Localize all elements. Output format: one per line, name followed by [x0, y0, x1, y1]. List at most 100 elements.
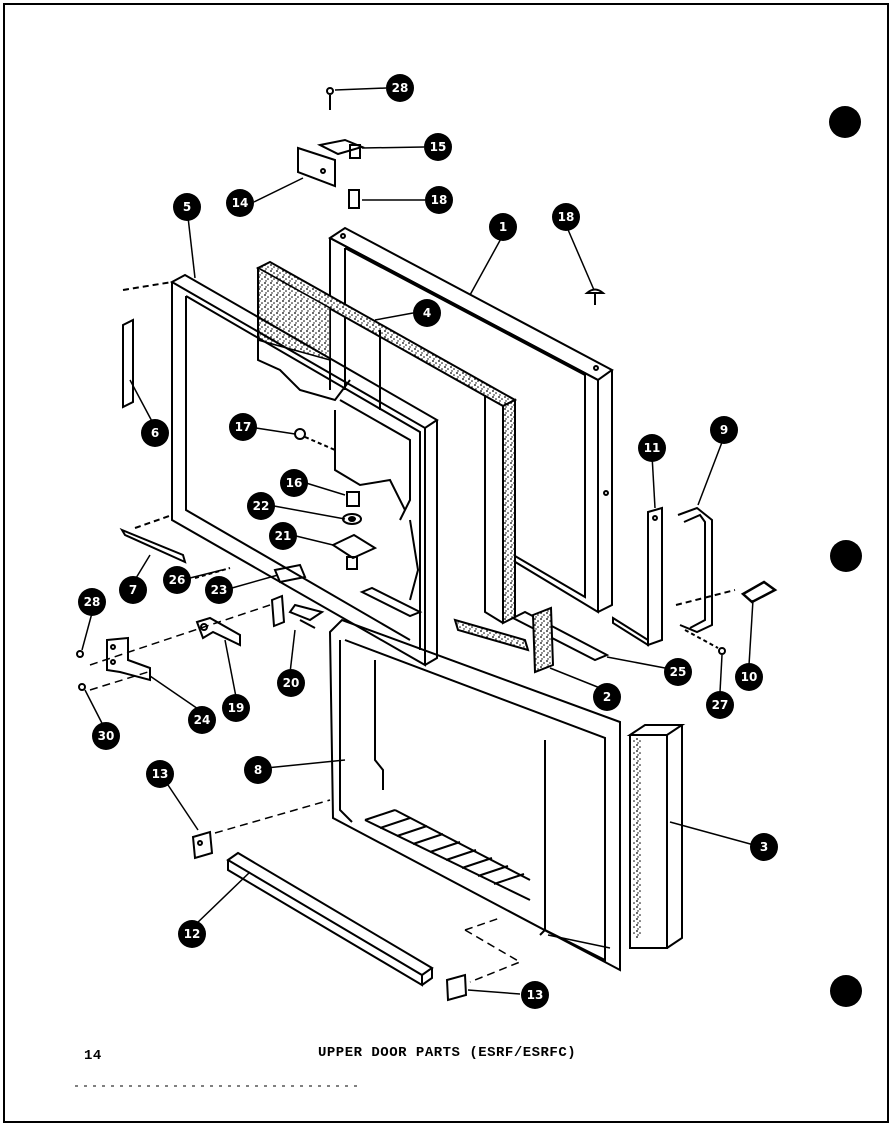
- callout-24: 24: [188, 706, 216, 734]
- part-12-bottom-trim: [226, 851, 434, 987]
- part-5-gasket-frame: [169, 273, 439, 667]
- part-28-screw-left: [76, 650, 84, 658]
- callout-2: 2: [593, 683, 621, 711]
- callout-label: 23: [211, 583, 228, 597]
- part-19-hinge: [195, 616, 241, 647]
- callout-label: 8: [254, 763, 262, 777]
- binder-hole-bottom: [830, 975, 862, 1007]
- callout-label: 11: [644, 441, 661, 455]
- part-26-screw: [194, 567, 231, 579]
- part-13-clip-bottom: [445, 973, 468, 1002]
- part-27-screw: [684, 629, 726, 655]
- callout-label: 10: [741, 670, 758, 684]
- callout-18-right: 18: [552, 203, 580, 231]
- callout-9: 9: [710, 416, 738, 444]
- page-caption: UPPER DOOR PARTS (ESRF/ESRFC): [318, 1045, 577, 1061]
- callout-17: 17: [229, 413, 257, 441]
- binder-hole-top: [829, 106, 861, 138]
- callout-18-top: 18: [425, 186, 453, 214]
- callout-label: 22: [253, 499, 270, 513]
- callout-11: 11: [638, 434, 666, 462]
- part-21-hinge: [330, 533, 378, 570]
- callout-label: 12: [184, 927, 201, 941]
- callout-26: 26: [163, 566, 191, 594]
- callout-10: 10: [735, 663, 763, 691]
- callout-5: 5: [173, 193, 201, 221]
- callout-label: 1: [499, 220, 507, 234]
- part-6-strip: [122, 281, 173, 409]
- callout-label: 2: [603, 690, 611, 704]
- part-22-washer: [342, 513, 362, 525]
- part-14-hinge-plate: [297, 146, 336, 188]
- page-border: [3, 3, 889, 1123]
- callout-13-top: 13: [146, 760, 174, 788]
- callout-25: 25: [664, 658, 692, 686]
- callout-15: 15: [424, 133, 452, 161]
- callout-1: 1: [489, 213, 517, 241]
- part-13-clip-top: [191, 830, 214, 860]
- part-15-hinge-pin: [316, 138, 366, 159]
- callout-label: 30: [98, 729, 115, 743]
- callout-label: 6: [151, 426, 159, 440]
- callout-label: 26: [169, 573, 186, 587]
- part-18-bushing-top: [348, 189, 360, 209]
- callout-label: 7: [129, 583, 137, 597]
- callout-28-left: 28: [78, 588, 106, 616]
- callout-label: 17: [235, 420, 252, 434]
- callout-12: 12: [178, 920, 206, 948]
- callout-label: 13: [152, 767, 169, 781]
- callout-label: 20: [283, 676, 300, 690]
- callout-label: 19: [228, 701, 245, 715]
- callout-label: 25: [670, 665, 687, 679]
- part-2-spacer: [453, 606, 555, 674]
- callout-8: 8: [244, 756, 272, 784]
- callout-label: 5: [183, 200, 191, 214]
- callout-label: 18: [431, 193, 448, 207]
- callout-19: 19: [222, 694, 250, 722]
- callout-label: 18: [558, 210, 575, 224]
- part-28-screw-top: [326, 87, 334, 110]
- callout-label: 21: [275, 529, 292, 543]
- part-24-bracket: [106, 636, 151, 682]
- callout-14: 14: [226, 189, 254, 217]
- callout-label: 28: [392, 81, 409, 95]
- part-23-bracket: [273, 563, 307, 584]
- callout-label: 15: [430, 140, 447, 154]
- callout-16: 16: [280, 469, 308, 497]
- part-25-trim: [510, 610, 610, 662]
- part-3-side-trim: [626, 724, 686, 949]
- callout-30: 30: [92, 722, 120, 750]
- callout-3: 3: [750, 833, 778, 861]
- callout-7: 7: [119, 576, 147, 604]
- part-10-end-cap: [675, 580, 778, 606]
- part-4-insulation: [255, 260, 518, 625]
- callout-28-top: 28: [386, 74, 414, 102]
- callout-label: 14: [232, 196, 249, 210]
- callout-4: 4: [413, 299, 441, 327]
- callout-27: 27: [706, 691, 734, 719]
- callout-22: 22: [247, 492, 275, 520]
- part-17-grommet: [294, 428, 336, 451]
- callout-label: 16: [286, 476, 303, 490]
- callout-label: 27: [712, 698, 729, 712]
- callout-label: 28: [84, 595, 101, 609]
- binder-hole-middle: [830, 540, 862, 572]
- callout-13-bottom: 13: [521, 981, 549, 1009]
- part-1-outer-door-panel: [328, 226, 614, 614]
- callout-6: 6: [141, 419, 169, 447]
- part-7-trim: [119, 514, 187, 564]
- callout-label: 24: [194, 713, 211, 727]
- part-18-plug-right: [584, 288, 606, 305]
- part-16-bushing: [346, 491, 360, 507]
- part-20-hinge: [270, 594, 325, 629]
- callout-label: 13: [527, 988, 544, 1002]
- callout-label: 4: [423, 306, 431, 320]
- part-30-screw: [78, 683, 86, 691]
- callout-label: 3: [760, 840, 768, 854]
- leader-lines: [81, 87, 755, 995]
- callout-20: 20: [277, 669, 305, 697]
- part-9-handle: [677, 506, 713, 634]
- callout-label: 9: [720, 423, 728, 437]
- callout-23: 23: [205, 576, 233, 604]
